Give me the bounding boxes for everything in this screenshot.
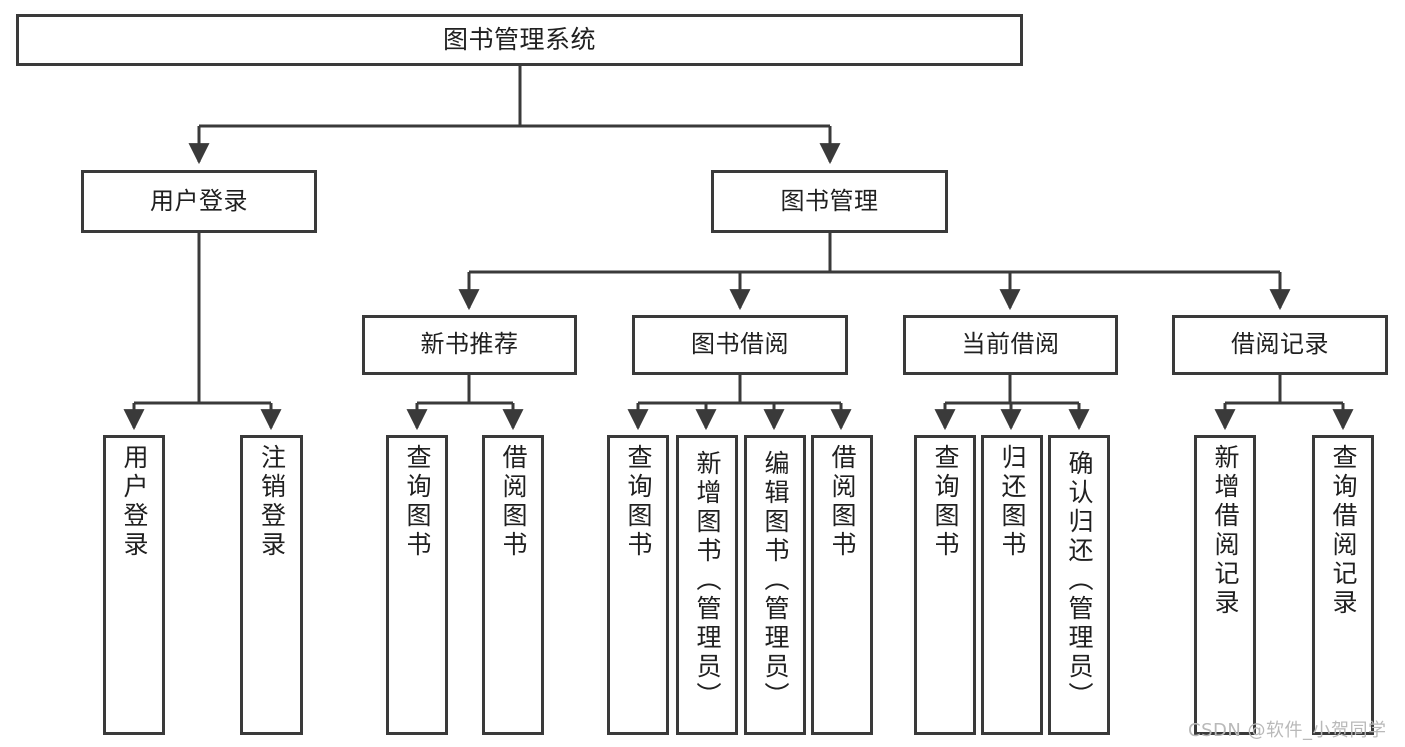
- node-root[interactable]: 图书管理系统: [16, 14, 1023, 66]
- leaf-edit-book-label: 编辑图书（管理员）: [761, 450, 790, 711]
- leaf-query-book-2[interactable]: 查询图书: [607, 435, 669, 735]
- leaf-borrow-book-1[interactable]: 借阅图书: [482, 435, 544, 735]
- leaf-query-borrow-record-label: 查询借阅记录: [1329, 444, 1358, 618]
- leaf-borrow-book-1-label: 借阅图书: [499, 444, 528, 560]
- leaf-borrow-book-2[interactable]: 借阅图书: [811, 435, 873, 735]
- leaf-query-borrow-record[interactable]: 查询借阅记录: [1312, 435, 1374, 735]
- leaf-add-borrow-record[interactable]: 新增借阅记录: [1194, 435, 1256, 735]
- leaf-query-book-1-label: 查询图书: [403, 444, 432, 560]
- leaf-user-login[interactable]: 用户登录: [103, 435, 165, 735]
- node-user-login[interactable]: 用户登录: [81, 170, 317, 233]
- leaf-return-book-label: 归还图书: [998, 444, 1027, 560]
- leaf-logout-login-label: 注销登录: [257, 444, 287, 560]
- leaf-query-book-2-label: 查询图书: [624, 444, 653, 560]
- leaf-query-book-3-label: 查询图书: [931, 444, 960, 560]
- leaf-borrow-book-2-label: 借阅图书: [828, 444, 857, 560]
- leaf-return-book[interactable]: 归还图书: [981, 435, 1043, 735]
- csdn-watermark: CSDN @软件_小贺同学: [1188, 720, 1387, 741]
- leaf-query-book-3[interactable]: 查询图书: [914, 435, 976, 735]
- leaf-add-borrow-record-label: 新增借阅记录: [1211, 444, 1240, 618]
- node-book-manage[interactable]: 图书管理: [711, 170, 948, 233]
- node-new-book-recommend-label: 新书推荐: [420, 330, 519, 359]
- node-user-login-label: 用户登录: [150, 186, 248, 215]
- node-current-borrow-label: 当前借阅: [961, 330, 1060, 359]
- node-book-borrow-label: 图书借阅: [691, 330, 789, 359]
- leaf-add-book-label: 新增图书（管理员）: [693, 450, 722, 711]
- leaf-logout-login[interactable]: 注销登录: [240, 435, 303, 735]
- node-root-label: 图书管理系统: [442, 24, 596, 54]
- leaf-edit-book[interactable]: 编辑图书（管理员）: [744, 435, 806, 735]
- leaf-query-book-1[interactable]: 查询图书: [386, 435, 448, 735]
- node-current-borrow[interactable]: 当前借阅: [903, 315, 1118, 375]
- leaf-confirm-return-label: 确认归还（管理员）: [1065, 450, 1094, 711]
- leaf-add-book[interactable]: 新增图书（管理员）: [676, 435, 738, 735]
- leaf-confirm-return[interactable]: 确认归还（管理员）: [1048, 435, 1110, 735]
- leaf-user-login-label: 用户登录: [120, 444, 149, 560]
- node-borrow-record[interactable]: 借阅记录: [1172, 315, 1388, 375]
- node-new-book-recommend[interactable]: 新书推荐: [362, 315, 577, 375]
- node-book-borrow[interactable]: 图书借阅: [632, 315, 848, 375]
- node-borrow-record-label: 借阅记录: [1231, 330, 1329, 359]
- node-book-manage-label: 图书管理: [780, 186, 879, 215]
